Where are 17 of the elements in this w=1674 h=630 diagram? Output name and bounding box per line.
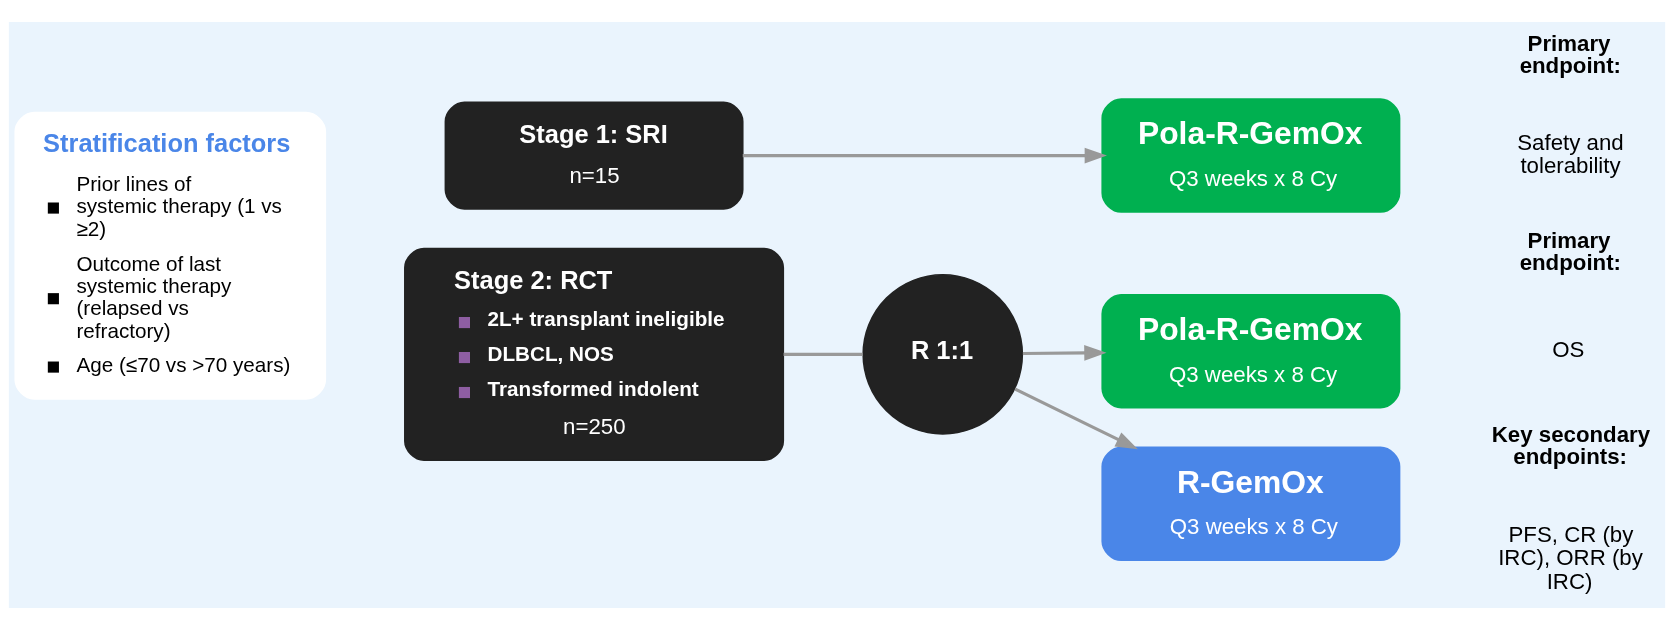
label: Key secondary endpoints: xyxy=(1491,422,1651,470)
node-box: R-GemOx Q3 weeks x 8 Cy xyxy=(1101,446,1401,562)
label: Primary endpoint: xyxy=(1519,228,1621,276)
connector xyxy=(783,352,863,356)
label: Safety and tolerability xyxy=(1517,129,1624,179)
node-box: Stage 2: RCT 2L+ transplant ineligible DLBCL, NOS Transformed indolent n=250 xyxy=(404,247,785,461)
label: PFS, CR (by IRC), ORR (by IRC) xyxy=(1498,521,1643,595)
node-circle: R 1:1 xyxy=(862,274,1024,435)
arrow xyxy=(1022,345,1107,361)
node-box: Pola-R-GemOx Q3 weeks x 8 Cy xyxy=(1101,293,1401,409)
node-box: Stratification factors Prior lines of systemic therapy (1 vs ≥2) Outcome of last systemic therapy (relapsed vs refractory) Age (≤70 vs >70 years) xyxy=(14,111,327,400)
label: Primary endpoint: xyxy=(1519,30,1621,79)
arrow xyxy=(742,147,1107,164)
arrow xyxy=(1014,387,1138,450)
node-box: Pola-R-GemOx Q3 weeks x 8 Cy xyxy=(1101,98,1401,213)
node-box: Stage 1: SRI n=15 xyxy=(444,101,744,210)
label: OS xyxy=(1552,337,1585,363)
